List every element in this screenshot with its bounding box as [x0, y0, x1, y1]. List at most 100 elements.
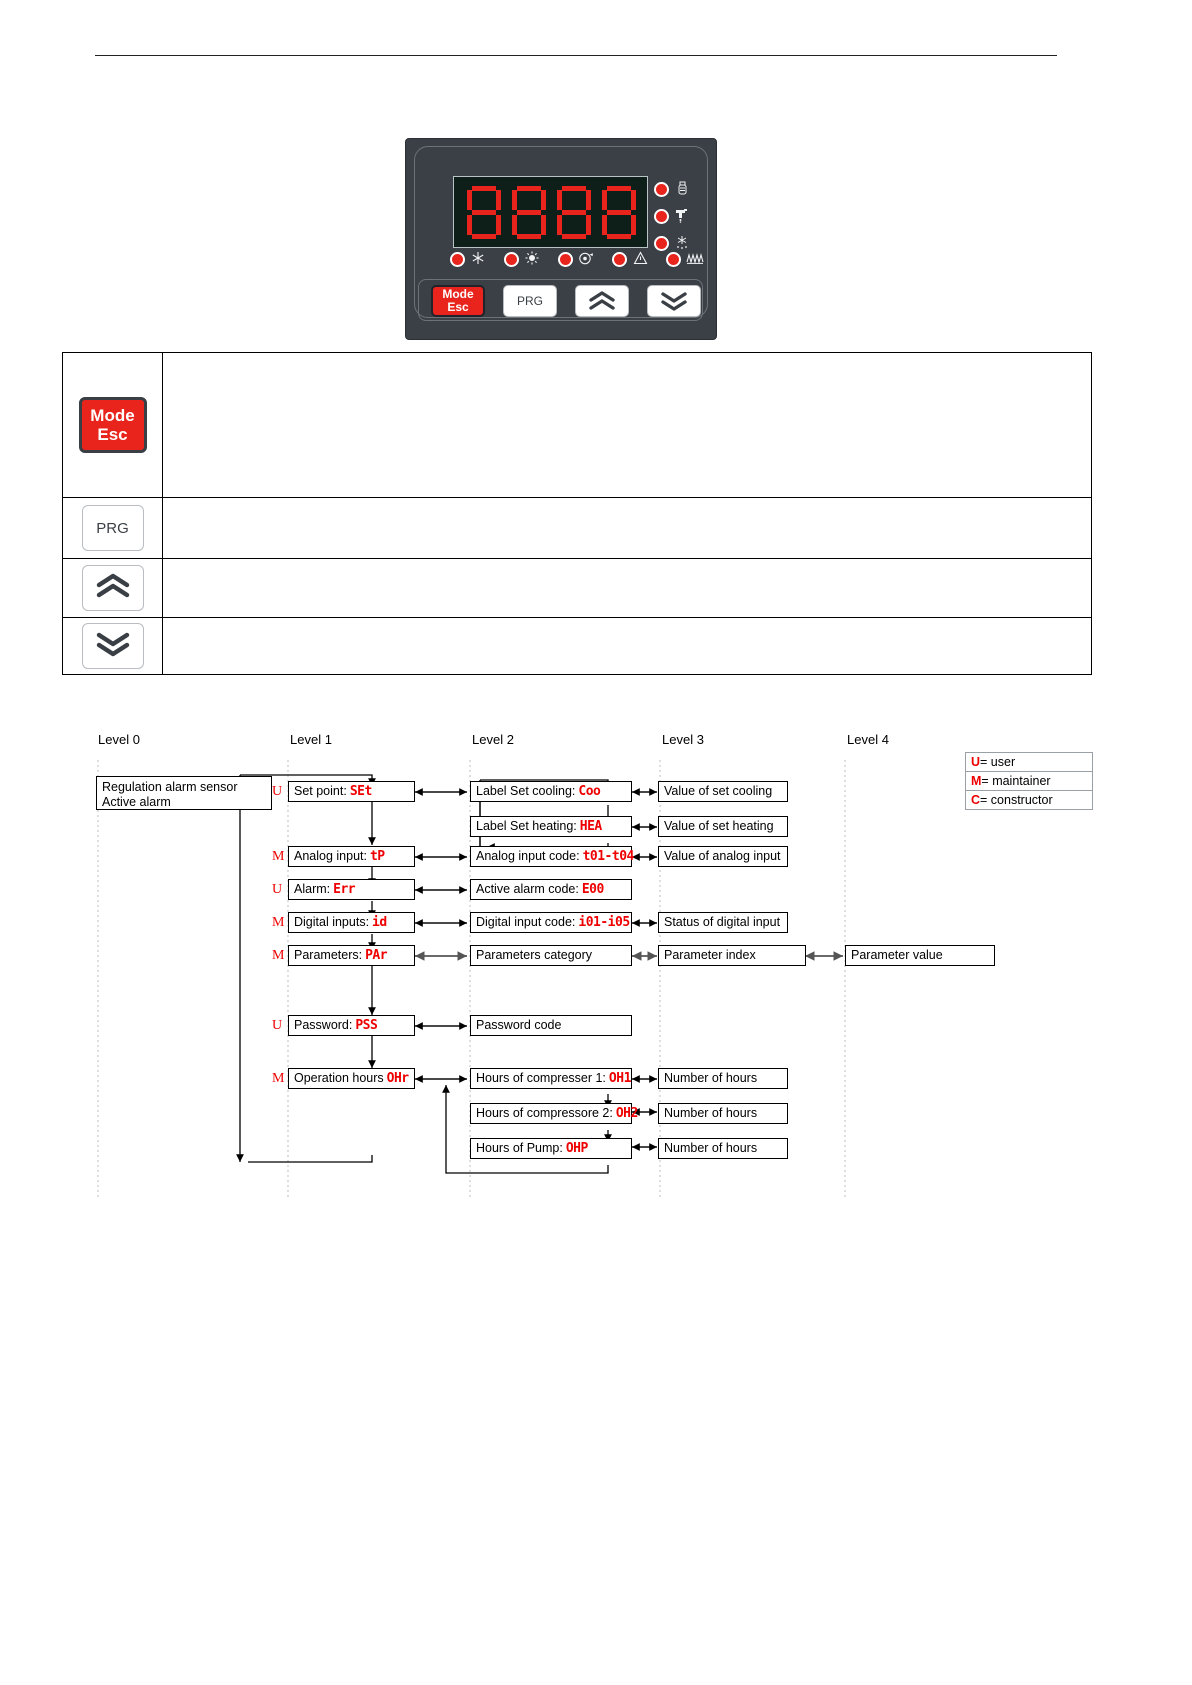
node-number-of-hours-3[interactable]: Number of hours: [658, 1138, 788, 1159]
mode-esc-key[interactable]: Mode Esc: [431, 285, 485, 317]
led-group-resistance: [666, 251, 704, 267]
led-fan: [558, 251, 573, 267]
node-parameters-category[interactable]: Parameters category: [470, 945, 632, 966]
node-label-set-heating[interactable]: Label Set heating: HEA: [470, 816, 632, 837]
mode-esc-button[interactable]: Mode Esc: [78, 397, 147, 453]
role-marker-set-point: U: [272, 784, 283, 799]
node-value-analog-input-label: Value of analog input: [664, 849, 781, 863]
node-label-set-heating-label: Label Set heating:: [476, 819, 577, 833]
node-hours-compressor-2-label: Hours of compressore 2:: [476, 1106, 613, 1120]
led-defrost: [654, 235, 669, 251]
led-water: [654, 208, 669, 224]
node-password-code[interactable]: Password code: [470, 1015, 632, 1036]
double-chevron-down-icon: [659, 291, 689, 311]
node-parameter-index-label: Parameter index: [664, 948, 756, 962]
node-set-point-label: Set point:: [294, 784, 347, 798]
node-parameter-value[interactable]: Parameter value: [845, 945, 995, 966]
tap-icon: [674, 208, 690, 225]
prg-key[interactable]: PRG: [503, 285, 557, 317]
node-operation-hours[interactable]: Operation hours OHr: [288, 1068, 415, 1089]
legend-text-m: = maintainer: [981, 774, 1051, 788]
node-number-of-hours-2-label: Number of hours: [664, 1106, 758, 1120]
node-digital-input-code[interactable]: Digital input code: i01-i05: [470, 912, 632, 933]
level-label-3: Level 3: [662, 732, 704, 747]
node-level0-line2: Active alarm: [102, 795, 171, 809]
node-number-of-hours-1-label: Number of hours: [664, 1071, 758, 1085]
key-cell-prg: PRG: [63, 498, 163, 558]
node-password[interactable]: Password: PSS: [288, 1015, 415, 1036]
legend-item-maintainer: M= maintainer: [966, 772, 1092, 791]
key-cell-up: [63, 559, 163, 617]
led-group-alarm: [612, 251, 648, 267]
node-analog-input[interactable]: Analog input: tP: [288, 846, 415, 867]
display-digit-2: [511, 186, 547, 240]
node-active-alarm-code-value: E00: [581, 882, 604, 897]
node-set-point[interactable]: Set point: SEt: [288, 781, 415, 802]
key-cell-down: [63, 618, 163, 674]
node-hours-compressor-2[interactable]: Hours of compressore 2: OH2: [470, 1103, 638, 1124]
device-bezel: [414, 146, 708, 318]
led-oil: [654, 181, 669, 197]
node-status-digital-input[interactable]: Status of digital input: [658, 912, 788, 933]
node-parameter-index[interactable]: Parameter index: [658, 945, 806, 966]
node-analog-input-code-value: t01-t04: [582, 849, 635, 864]
node-digital-inputs-code: id: [372, 915, 387, 930]
prg-key-label: PRG: [516, 294, 543, 308]
key-cell-mode-esc: Mode Esc: [63, 353, 163, 497]
node-password-code-label: Password code: [476, 1018, 562, 1032]
node-parameters-code: PAr: [365, 948, 388, 963]
led-alarm: [612, 251, 627, 267]
node-digital-inputs[interactable]: Digital inputs: id: [288, 912, 415, 933]
node-hours-pump-code: OHP: [565, 1141, 588, 1156]
up-button[interactable]: [81, 565, 144, 611]
table-row: PRG: [63, 498, 1091, 559]
mode-esc-key-line2: Esc: [447, 300, 469, 314]
node-analog-input-code[interactable]: Analog input code: t01-t04: [470, 846, 635, 867]
down-button[interactable]: [81, 623, 144, 669]
led-row-oil: [654, 177, 702, 201]
legend-role-u: U: [971, 755, 981, 769]
node-digital-input-code-label: Digital input code:: [476, 915, 576, 929]
prg-button[interactable]: PRG: [81, 505, 144, 551]
node-hours-compressor-2-code: OH2: [615, 1106, 638, 1121]
double-chevron-up-icon: [93, 573, 133, 603]
node-active-alarm-code-label: Active alarm code:: [476, 882, 579, 896]
node-level0-line1: Regulation alarm sensor: [102, 780, 238, 794]
sun-icon: [524, 251, 540, 267]
mode-esc-key-line1: Mode: [442, 287, 474, 301]
node-label-set-cooling[interactable]: Label Set cooling: Coo: [470, 781, 632, 802]
node-analog-input-code-label: Analog input code:: [476, 849, 580, 863]
node-hours-pump[interactable]: Hours of Pump: OHP: [470, 1138, 632, 1159]
node-alarm[interactable]: Alarm: Err: [288, 879, 415, 900]
node-operation-hours-label: Operation hours: [294, 1071, 384, 1085]
node-parameters-label: Parameters:: [294, 948, 363, 962]
node-label-set-cooling-code: Coo: [578, 784, 601, 799]
node-alarm-code: Err: [333, 882, 356, 897]
digital-controller-panel: Mode Esc PRG: [405, 138, 717, 340]
key-description-up: [163, 559, 1091, 617]
double-chevron-up-icon: [587, 291, 617, 311]
mode-esc-button-line1: Mode: [90, 406, 135, 425]
node-level0-regulation[interactable]: Regulation alarm sensor Active alarm: [96, 776, 272, 810]
node-active-alarm-code[interactable]: Active alarm code: E00: [470, 879, 632, 900]
down-key[interactable]: [647, 285, 701, 317]
key-description-table: Mode Esc PRG: [62, 352, 1092, 675]
keypad: Mode Esc PRG: [418, 279, 703, 321]
legend-box: U= user M= maintainer C= constructor: [965, 752, 1093, 810]
defrost-icon: [674, 235, 690, 252]
node-value-analog-input[interactable]: Value of analog input: [658, 846, 788, 867]
node-hours-compressor-1[interactable]: Hours of compresser 1: OH1: [470, 1068, 632, 1089]
node-alarm-label: Alarm:: [294, 882, 331, 896]
node-hours-compressor-1-code: OH1: [608, 1071, 631, 1086]
legend-role-c: C: [971, 793, 981, 807]
snowflake-icon: [470, 251, 486, 267]
node-parameters[interactable]: Parameters: PAr: [288, 945, 415, 966]
up-key[interactable]: [575, 285, 629, 317]
side-led-column: [654, 177, 702, 258]
node-value-set-heating[interactable]: Value of set heating: [658, 816, 788, 837]
node-number-of-hours-1[interactable]: Number of hours: [658, 1068, 788, 1089]
node-number-of-hours-2[interactable]: Number of hours: [658, 1103, 788, 1124]
node-value-set-cooling[interactable]: Value of set cooling: [658, 781, 788, 802]
led-row-defrost: [654, 231, 702, 255]
key-description-mode-esc: [163, 353, 1091, 497]
